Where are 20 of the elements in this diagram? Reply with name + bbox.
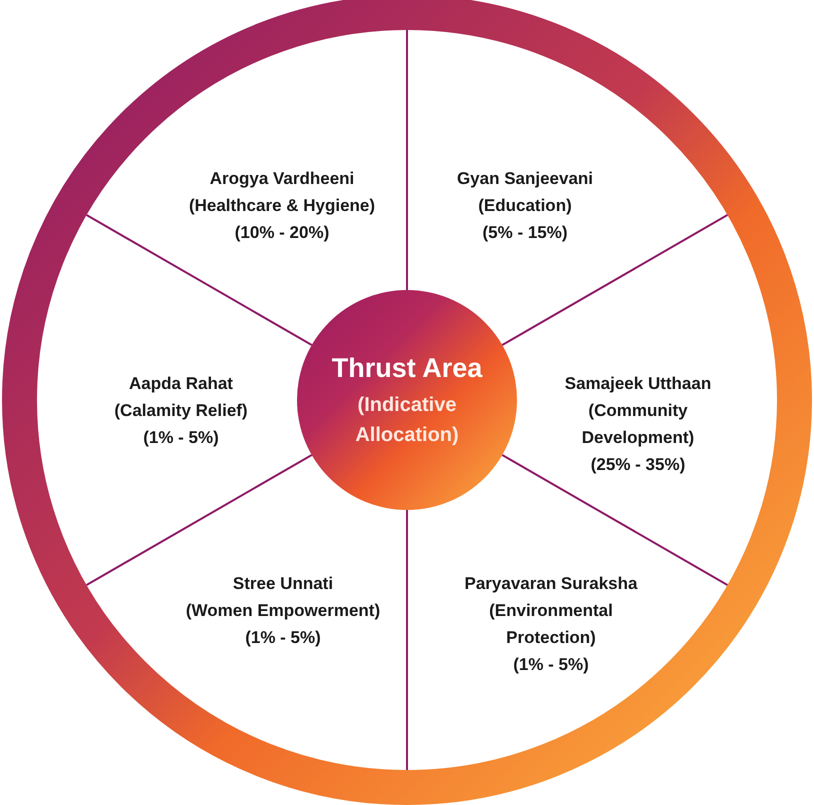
area-name: Samajeek Utthaan: [564, 373, 712, 395]
area-name: Aapda Rahat: [128, 373, 234, 395]
allocation-range: (25% - 35%): [590, 454, 686, 476]
area-description: (Calamity Relief): [113, 400, 249, 422]
area-name: Paryavaran Suraksha: [464, 573, 638, 595]
area-name: Stree Unnati: [232, 573, 334, 595]
center-title: Thrust Area: [332, 352, 482, 385]
area-description: (Environmental Protection): [488, 600, 614, 649]
area-description: (Education): [477, 195, 573, 217]
area-name: Arogya Vardheeni: [208, 168, 356, 190]
area-description: (Community Development): [580, 400, 696, 449]
allocation-range: (5% - 15%): [481, 222, 569, 244]
area-name: Gyan Sanjeevani: [456, 168, 594, 190]
center-subtitle: (Indicative Allocation): [354, 393, 460, 448]
allocation-range: (10% - 20%): [234, 222, 330, 244]
allocation-range: (1% - 5%): [142, 427, 220, 449]
allocation-range: (1% - 5%): [244, 627, 322, 649]
area-description: (Healthcare & Hygiene): [188, 195, 376, 217]
area-description: (Women Empowerment): [184, 600, 382, 622]
allocation-range: (1% - 5%): [512, 654, 590, 676]
